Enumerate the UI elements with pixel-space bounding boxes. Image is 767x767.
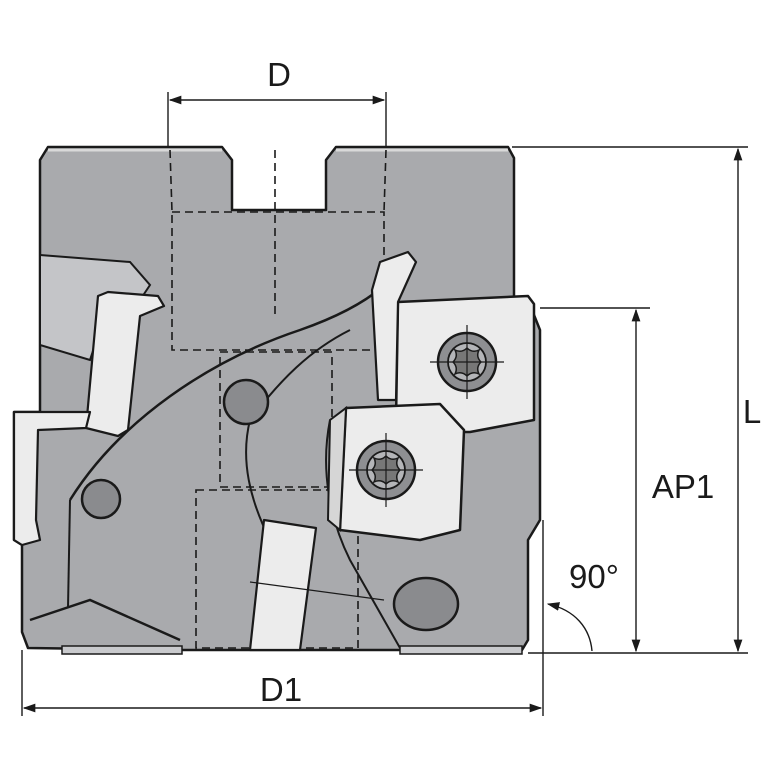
coolant-hole-center: [222, 378, 270, 426]
insert-upper-right: [370, 250, 536, 434]
coolant-hole-bottom: [392, 576, 460, 632]
dimension-lines: [21, 92, 748, 716]
bottom-flat-left: [61, 645, 183, 655]
label-ap1: AP1: [652, 468, 714, 505]
insert-lower-center-seat: [326, 405, 348, 533]
insert-upper-right-seat: [370, 250, 418, 402]
label-angle: 90°: [569, 558, 619, 595]
chip-flute-lower: [29, 598, 181, 642]
insert-bottom-center: [248, 518, 385, 652]
insert-left-side: [12, 410, 92, 547]
coolant-hole-left: [80, 478, 122, 520]
insert-left-upper-body: [84, 290, 166, 438]
label-d: D: [267, 56, 291, 93]
insert-lower-center: [326, 402, 466, 542]
label-d1: D1: [260, 671, 302, 708]
angle-arc: [546, 602, 593, 652]
dimension-labels: D D1 L AP1 90°: [260, 56, 761, 708]
chip-flute-upper: [68, 279, 391, 501]
insert-left-side-body: [12, 410, 92, 547]
insert-bottom-center-body: [248, 518, 318, 652]
chip-flute-left: [67, 499, 71, 609]
insert-left-upper: [84, 290, 166, 438]
label-l: L: [743, 393, 761, 430]
bottom-flat-right: [399, 645, 523, 655]
